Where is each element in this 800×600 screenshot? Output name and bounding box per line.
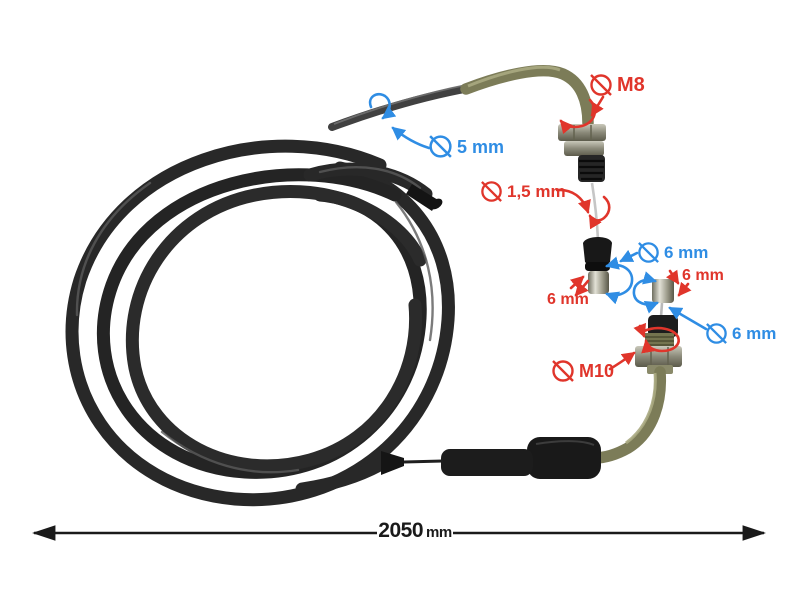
barrel1-dia-leader-arrow [619,249,639,263]
inner-wire-diameter-label: 1,5 mm [479,179,566,204]
inner-wire-short [659,302,664,318]
m8-label: M8 [588,72,645,98]
cable-housing-bottom-end [295,456,390,496]
guide-tube-bottom-sheen [625,372,657,445]
m10-label-text: M10 [579,361,615,381]
inner-wire-diameter-text: 1,5 mm [507,182,566,201]
cable-sheen [75,166,434,474]
diameter-icon [706,323,727,344]
m8-rotate-arrow [559,98,597,135]
inner-cable-top [328,84,474,131]
housing-ferrule-bottom [381,451,404,475]
overall-length-unit: mm [426,524,452,541]
barrel2-rotate-arrow [632,271,659,314]
barrel-nipple-1 [588,271,609,294]
m10-label: M10 [550,358,614,384]
cable-housing-loop [65,139,455,507]
guide-tube-top [460,64,594,129]
cable-end-cap [583,237,612,267]
cable-dia-leader-arrow [391,126,431,150]
barrel1-rotate-arrow [605,256,634,305]
guide-tube-top-sheen [467,65,561,88]
m8-adjuster-assembly [460,64,612,294]
barrel1-length-label: 6 mm [547,292,589,308]
outer-cable-diameter-label: 5 mm [427,133,504,160]
barrel2-length-text: 6 mm [682,267,724,284]
m10-rotate-arrow [641,326,680,354]
diameter-icon [590,74,612,96]
diameter-icon [481,181,502,202]
inner-cable-sheen [333,84,467,125]
barrel1-diameter-text: 6 mm [664,243,709,262]
boot-sheen [535,440,595,446]
barrel2-length-arrow-up [666,269,680,285]
housing-ferrule-top [406,184,443,211]
barrel2-length-label: 6 mm [682,268,724,284]
inner-wire-leader-arrow [555,188,591,214]
barrel2-diameter-text: 6 mm [732,324,777,343]
cable-housing-loop [125,185,427,473]
diameter-icon [552,360,574,382]
cap-flange [585,262,610,271]
cable-housing-loop [96,168,427,479]
barrel1-length-arrow-up [569,275,585,290]
inner-wire-bottom [403,459,444,464]
diameter-icon [429,135,452,158]
barrel1-diameter-label: 6 mm [636,240,708,265]
m8-label-text: M8 [617,74,645,96]
barrel2-length-arrow-down [677,281,692,297]
barrel-nipple-2 [652,279,674,303]
m10-small-arrow [633,322,647,338]
m10-leader-arrow [608,351,636,371]
guide-tube-bottom [588,366,667,464]
inner-wire-exposed [590,182,600,241]
boot-small [441,449,533,476]
cable-rotate-arrow [368,92,397,120]
rib-lines [579,159,604,181]
barrel1-length-arrow-down [574,279,590,297]
overall-length-value: 2050 [378,519,424,542]
red-annotation-arrows [555,95,692,371]
m10-hex-nut [635,346,682,367]
diameter-icon [638,242,659,263]
boot-large [527,437,601,479]
barrel2-dia-leader-arrow [668,306,708,331]
m8-hex-nut-2 [564,141,604,156]
blue-annotation-arrows [368,92,708,331]
barrel1-length-text: 6 mm [547,291,589,308]
inner-wire-curl-arrow [588,195,611,230]
outer-cable-diameter-text: 5 mm [457,136,505,157]
barrel2-diameter-label: 6 mm [704,321,776,346]
